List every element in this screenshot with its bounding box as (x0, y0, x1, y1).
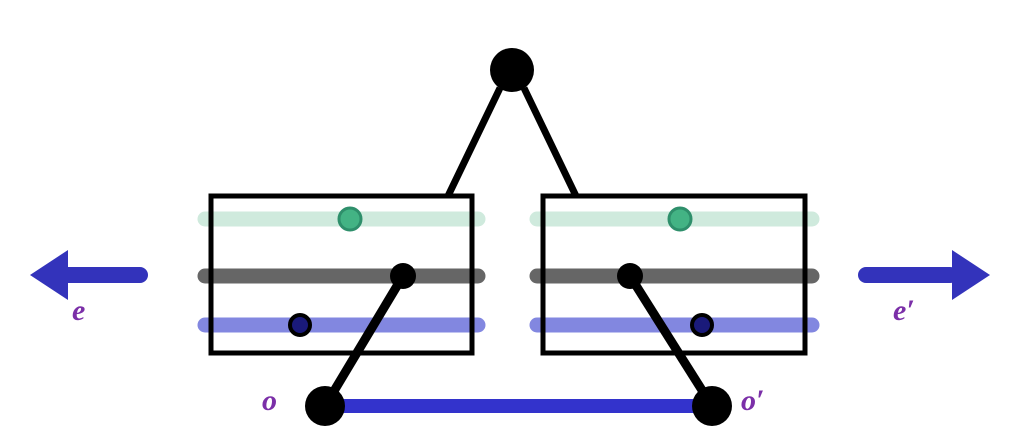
root-node (490, 48, 534, 92)
right-arrow-head (952, 250, 990, 300)
left-arrow-label: e (72, 294, 86, 327)
right-arrow (858, 250, 990, 300)
box-group (197, 193, 820, 356)
bottom-nodes (305, 386, 732, 426)
tree-edges (444, 86, 580, 198)
left-arrow-head (30, 250, 68, 300)
bottom-left-node-label: o (262, 384, 277, 417)
left-black-node (390, 263, 416, 289)
right-green-node (667, 206, 693, 232)
box-nodes (288, 206, 714, 337)
edge-left-black-to-bottom-left (321, 273, 407, 409)
edge-root-to-right-box (520, 86, 580, 198)
left-box-outline (208, 193, 475, 356)
left-navy-node (288, 313, 312, 337)
bottom-right-node-label: o′ (741, 384, 765, 417)
left-green-node (337, 206, 363, 232)
bottom-right-node (692, 386, 732, 426)
right-arrow-label: e′ (893, 294, 915, 327)
bottom-left-node (305, 386, 345, 426)
diagonal-edges (321, 273, 716, 409)
left-arrow (30, 250, 148, 300)
right-black-node (617, 263, 643, 289)
edge-right-black-to-bottom-right (626, 273, 716, 409)
edge-root-to-left-box (444, 86, 504, 198)
right-navy-node (690, 313, 714, 337)
